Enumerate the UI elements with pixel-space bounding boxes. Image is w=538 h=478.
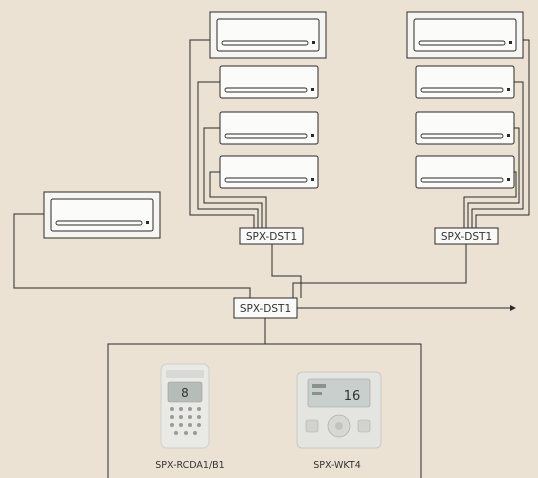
unit-r1 — [407, 12, 523, 58]
wall-ac-unit-icon — [217, 19, 319, 51]
wall-ac-unit-icon — [220, 156, 318, 188]
unit-l3 — [220, 112, 318, 144]
unit-l1 — [210, 12, 326, 58]
svg-text:8: 8 — [181, 386, 189, 400]
wall-ac-unit-icon — [51, 199, 153, 231]
unit-l4 — [220, 156, 318, 188]
wall-ac-unit-icon — [414, 19, 516, 51]
wall-ac-unit-icon — [220, 66, 318, 98]
controller-label: SPX-RCDA1/B1 — [155, 460, 224, 471]
handheld-remote-icon: 8 — [161, 364, 209, 448]
distributor-dst-main: SPX-DST1 — [234, 298, 297, 318]
unit-solo — [44, 192, 160, 238]
distributor-dst-right: SPX-DST1 — [435, 228, 498, 244]
wall-controller-screen-value: 16 — [344, 389, 361, 404]
wall-controller-icon: 16 — [297, 372, 381, 448]
distributor-label: SPX-DST1 — [441, 231, 492, 243]
wall-ac-unit-icon — [220, 112, 318, 144]
unit-l2 — [220, 66, 318, 98]
wall-ac-unit-icon — [416, 112, 514, 144]
wall-ac-unit-icon — [416, 156, 514, 188]
controller-label: SPX-WKT4 — [313, 460, 361, 471]
unit-r3 — [416, 112, 514, 144]
distributor-label: SPX-DST1 — [246, 231, 297, 243]
unit-r4 — [416, 156, 514, 188]
wall-ac-unit-icon — [416, 66, 514, 98]
distributor-label: SPX-DST1 — [240, 303, 291, 315]
distributor-dst-left: SPX-DST1 — [240, 228, 303, 244]
unit-r2 — [416, 66, 514, 98]
